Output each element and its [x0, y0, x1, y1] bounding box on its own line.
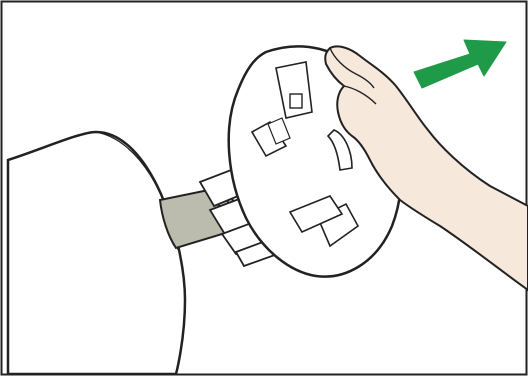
flange-removal-illustration: [0, 0, 528, 376]
illustration-panel: [0, 0, 528, 376]
